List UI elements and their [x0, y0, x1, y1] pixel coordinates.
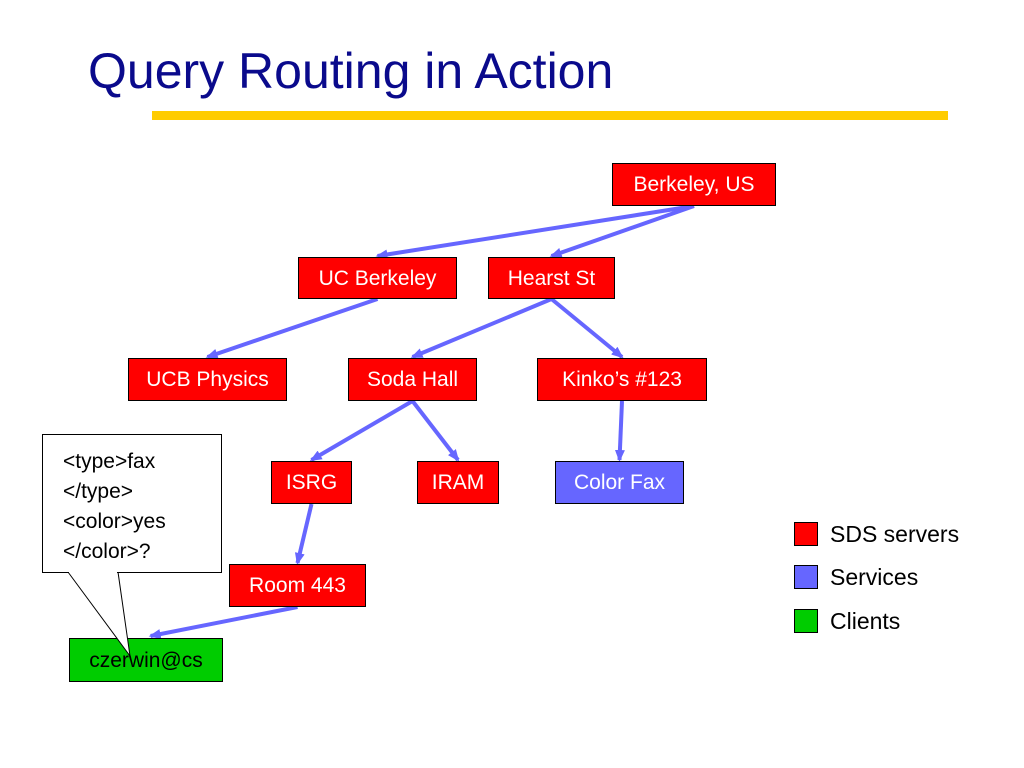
legend-label-clients: Clients — [830, 608, 901, 634]
legend-swatch-services — [794, 565, 818, 589]
node-client-czerwin[interactable]: czerwin@cs — [69, 638, 223, 682]
legend-swatch-servers — [794, 522, 818, 546]
edge-kinkos-to-color_fax — [614, 400, 625, 462]
node-iram[interactable]: IRAM — [417, 461, 499, 504]
node-color-fax[interactable]: Color Fax — [555, 461, 684, 504]
edge-room_443-to-client — [148, 605, 298, 639]
node-hearst-st[interactable]: Hearst St — [488, 257, 615, 299]
slide-title: Query Routing in Action — [88, 43, 614, 99]
query-line: </type> — [63, 480, 134, 503]
query-line: <color>yes — [63, 510, 166, 533]
node-soda-hall[interactable]: Soda Hall — [348, 358, 477, 401]
edge-soda_hall-to-iram — [410, 399, 460, 462]
node-ucb-physics[interactable]: UCB Physics — [128, 358, 287, 401]
node-uc-berkeley[interactable]: UC Berkeley — [298, 257, 457, 299]
edge-soda_hall-to-isrg — [309, 399, 414, 462]
node-kinkos-123[interactable]: Kinko’s #123 — [537, 358, 707, 401]
node-isrg[interactable]: ISRG — [271, 461, 352, 504]
query-callout: <type>fax </type> <color>yes </color>? — [42, 434, 222, 573]
edge-berkeley_us-to-hearst_st — [549, 204, 695, 258]
edge-hearst_st-to-soda_hall — [410, 297, 553, 359]
edge-berkeley_us-to-uc_berkeley — [375, 204, 695, 260]
node-room-443[interactable]: Room 443 — [229, 564, 366, 607]
legend-label-servers: SDS servers — [830, 521, 960, 547]
edge-uc_berkeley-to-ucb_physics — [205, 297, 379, 359]
legend-label-services: Services — [830, 564, 919, 590]
edge-hearst_st-to-kinkos — [550, 297, 624, 359]
edge-isrg-to-room_443 — [294, 503, 314, 565]
query-line: <type>fax — [63, 450, 156, 473]
title-underline — [152, 111, 948, 120]
node-berkeley-us[interactable]: Berkeley, US — [612, 163, 776, 206]
legend-swatch-clients — [794, 609, 818, 633]
query-line: </color>? — [63, 540, 151, 563]
